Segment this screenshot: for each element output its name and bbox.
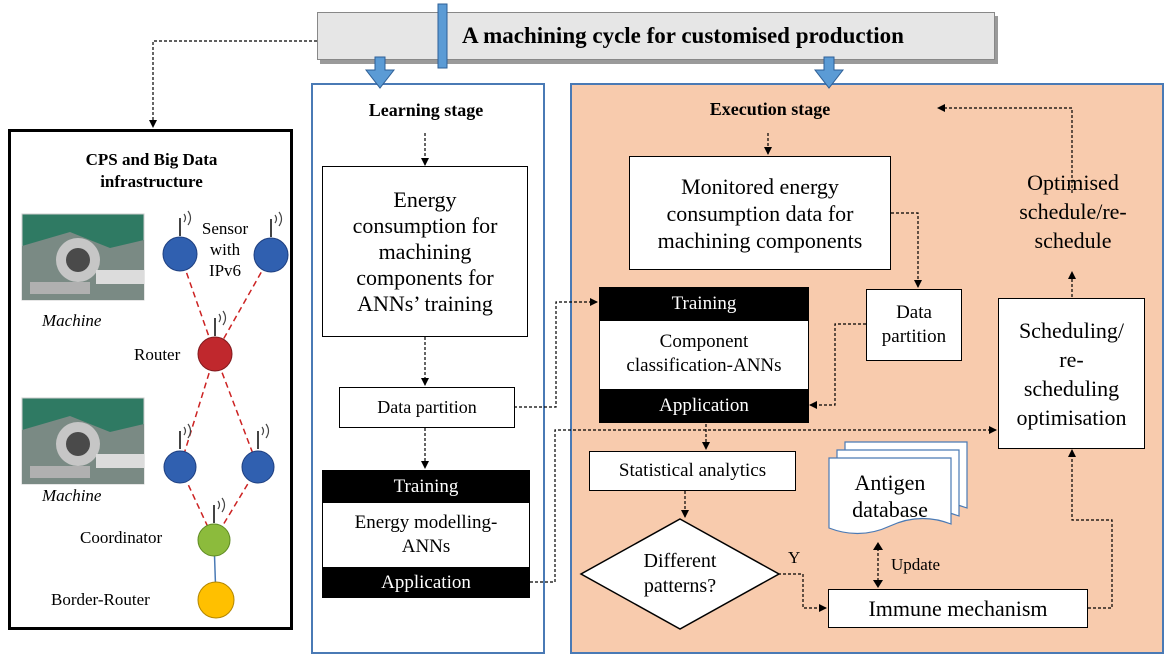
energy-line-3: machining — [378, 238, 472, 264]
optimised-line2: schedule/re- — [1019, 199, 1127, 224]
learning-training-bar: Training — [322, 470, 530, 503]
antigen-line2: database — [852, 497, 928, 522]
energy-consumption-box: Energy consumption for machining compone… — [322, 166, 528, 337]
update-arrow-head-down — [873, 580, 883, 588]
exec-partition-line-2: partition — [881, 326, 947, 347]
component-line1: Component — [659, 331, 749, 352]
scheduling-line-2: re- — [1059, 346, 1084, 372]
border-router-label: Border-Router — [51, 590, 150, 609]
learning-stage-title: Learning stage — [368, 100, 484, 120]
antigen-line1: Antigen — [854, 470, 926, 495]
infra-title-line1: CPS and Big Data — [85, 150, 218, 169]
exec-application-bar: Application — [599, 389, 809, 423]
different-patterns-diamond — [579, 518, 781, 630]
header-vertical-bar — [437, 3, 448, 69]
sensor-label-line3: IPv6 — [208, 261, 242, 280]
router-node — [197, 336, 233, 372]
yes-label: Y — [788, 548, 801, 567]
component-line2: classification-ANNs — [626, 355, 782, 376]
energy-line-1: Energy — [393, 186, 457, 212]
sensor-node-4 — [241, 450, 275, 484]
energy-line-4: components for — [356, 264, 494, 290]
border-router-node — [197, 581, 235, 619]
coordinator-node — [197, 523, 231, 557]
scheduling-line-4: optimisation — [1016, 404, 1127, 430]
update-arrow-head-up — [873, 542, 883, 550]
learning-application-bar: Application — [322, 567, 530, 598]
scheduling-line-3: scheduling — [1023, 375, 1120, 401]
update-label: Update — [891, 555, 941, 574]
monitored-line-3: machining components — [657, 227, 863, 253]
energy-modelling-line1: Energy modelling- — [354, 512, 498, 533]
antenna-waves-2 — [274, 211, 283, 227]
sensor-node-3 — [163, 450, 197, 484]
partition-to-application-arrow — [809, 323, 866, 409]
machine-label-1: Machine — [42, 311, 102, 330]
learning-data-partition-box: Data partition — [339, 387, 515, 428]
antigen-database-shape — [828, 441, 968, 535]
machine-label-2: Machine — [42, 486, 102, 505]
different-line1: Different — [643, 550, 717, 572]
execution-block-arrow — [813, 56, 845, 89]
sensor-node-1 — [162, 236, 198, 272]
machine-image-1 — [21, 213, 145, 301]
coordinator-label: Coordinator — [80, 528, 163, 547]
energy-modelling-line2: ANNs — [401, 536, 451, 557]
partition-to-component-arrow — [514, 298, 598, 408]
sensor-label-line1: Sensor — [201, 219, 249, 238]
energy-line-5: ANNs’ training — [357, 290, 493, 316]
link-router-sensor3 — [179, 353, 216, 468]
infra-title-line2: infrastructure — [100, 172, 203, 191]
energy-line-2: consumption for — [352, 212, 498, 238]
different-line2: patterns? — [643, 575, 717, 597]
antenna-waves-1 — [183, 210, 192, 226]
optimised-line3: schedule — [1034, 228, 1112, 253]
monitored-line-1: Monitored energy — [681, 173, 839, 199]
infrastructure-panel — [8, 129, 293, 630]
execution-stage-title: Execution stage — [709, 99, 831, 119]
scheduling-line-1: Scheduling/ — [1018, 317, 1125, 343]
header-title: A machining cycle for customised product… — [462, 23, 904, 48]
sensor-label-line2: with — [209, 240, 241, 259]
scheduling-optimisation-box: Scheduling/ re- scheduling optimisation — [998, 298, 1145, 449]
application-to-scheduling-arrow — [530, 426, 997, 583]
antenna-waves-6 — [217, 497, 226, 513]
learning-block-arrow — [364, 56, 396, 89]
monitored-line-2: consumption data for — [666, 200, 854, 226]
optimised-to-execution-arrow — [937, 104, 1073, 193]
exec-partition-line-1: Data — [896, 302, 932, 323]
statistical-analytics-box: Statistical analytics — [589, 451, 796, 491]
header-to-infra-arrow — [149, 40, 317, 128]
antenna-waves-4 — [183, 423, 192, 439]
different-to-immune-arrow — [778, 573, 827, 612]
sensor-node-2 — [253, 237, 289, 273]
header-banner — [317, 12, 995, 60]
link-router-sensor4 — [214, 353, 259, 468]
monitored-energy-box: Monitored energy consumption data for ma… — [629, 156, 891, 270]
link-sensor1-router — [179, 253, 216, 355]
link-sensor2-router — [214, 254, 272, 355]
monitored-to-partition-arrow — [891, 212, 922, 288]
exec-training-bar: Training — [599, 287, 809, 321]
machine-image-2 — [21, 397, 145, 485]
immune-mechanism-box: Immune mechanism — [828, 589, 1088, 628]
antenna-waves-3 — [218, 310, 227, 326]
immune-to-scheduling-arrow — [1068, 449, 1113, 609]
optimised-line1: Optimised — [1027, 170, 1119, 195]
exec-data-partition-box: Data partition — [866, 289, 962, 361]
router-label: Router — [134, 345, 181, 364]
antenna-waves-5 — [261, 423, 270, 439]
